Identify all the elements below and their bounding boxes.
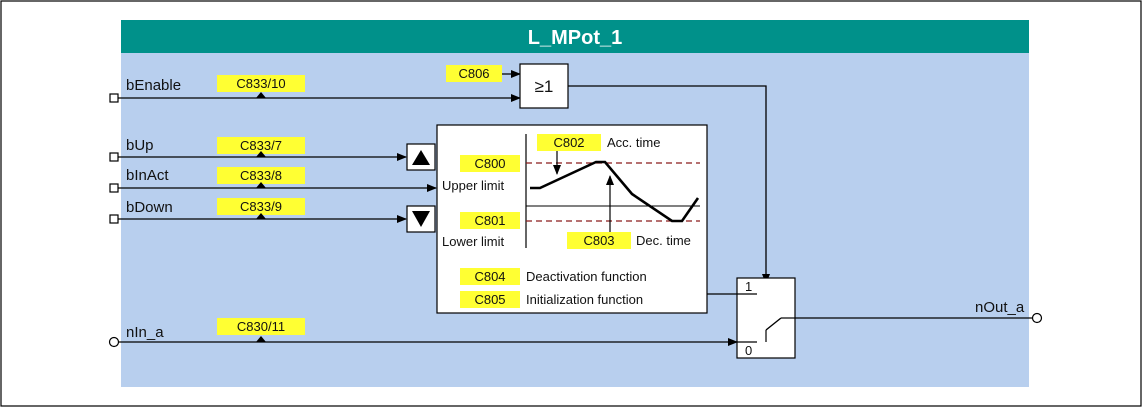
c806-code-tag[interactable] — [446, 65, 502, 82]
or-output-wire — [568, 85, 770, 284]
c802-code-tag[interactable] — [537, 134, 601, 151]
c802-code: C802 — [553, 135, 584, 150]
ramp-curve — [530, 160, 700, 223]
nin-probe-marker — [256, 336, 266, 342]
c805-code: C805 — [474, 292, 505, 307]
binact-label: bInAct — [126, 167, 169, 184]
block-header — [121, 20, 1029, 53]
nin-code: C830/11 — [237, 319, 285, 334]
c801-code: C801 — [474, 213, 505, 228]
benable-port[interactable] — [109, 93, 119, 103]
benable-label: bEnable — [126, 77, 181, 94]
binact-code-tag[interactable] — [217, 167, 305, 184]
down-triangle-icon — [412, 211, 430, 227]
lower-limit-label: Lower limit — [442, 234, 505, 249]
nout-label: nOut_a — [975, 299, 1025, 316]
dec-time-label: Dec. time — [636, 233, 691, 248]
binact-code: C833/8 — [240, 168, 282, 183]
c806-code: C806 — [458, 66, 489, 81]
nin-code-tag[interactable] — [217, 318, 305, 335]
c804-code: C804 — [474, 269, 505, 284]
switch-top-label: 1 — [745, 279, 752, 294]
c804-code-tag[interactable] — [460, 268, 520, 285]
c805-code-tag[interactable] — [460, 291, 520, 308]
acc-time-label: Acc. time — [607, 135, 660, 150]
c803-code-tag[interactable] — [567, 232, 631, 249]
switch-bottom-label: 0 — [745, 343, 752, 358]
c801-code-tag[interactable] — [460, 212, 520, 229]
benable-code: C833/10 — [236, 76, 285, 91]
or-gate-symbol: ≥1 — [535, 77, 554, 96]
bup-code: C833/7 — [240, 138, 282, 153]
block-title: L_MPot_1 — [528, 27, 622, 49]
nin-label: nIn_a — [126, 324, 164, 341]
bup-port[interactable] — [109, 152, 119, 162]
bdown-code-tag[interactable] — [217, 198, 305, 215]
bdown-label: bDown — [126, 199, 173, 216]
bup-label: bUp — [126, 137, 154, 154]
nout-port[interactable] — [1031, 312, 1043, 324]
bdown-port[interactable] — [109, 214, 119, 224]
initialization-function-label: Initialization function — [526, 292, 643, 307]
bup-code-tag[interactable] — [217, 137, 305, 154]
up-triangle-icon — [412, 150, 430, 165]
bdown-code: C833/9 — [240, 199, 282, 214]
switch-lever — [765, 317, 782, 331]
binact-port[interactable] — [109, 183, 119, 193]
bup-probe-marker — [256, 151, 266, 157]
binact-probe-marker — [256, 182, 266, 188]
c800-code: C800 — [474, 156, 505, 171]
upper-limit-label: Upper limit — [442, 178, 505, 193]
deactivation-function-label: Deactivation function — [526, 269, 647, 284]
nin-port[interactable] — [108, 336, 120, 348]
bdown-probe-marker — [256, 213, 266, 219]
c803-code: C803 — [583, 233, 614, 248]
c800-code-tag[interactable] — [460, 155, 520, 172]
benable-probe-marker — [256, 92, 266, 98]
benable-code-tag[interactable] — [217, 75, 305, 92]
